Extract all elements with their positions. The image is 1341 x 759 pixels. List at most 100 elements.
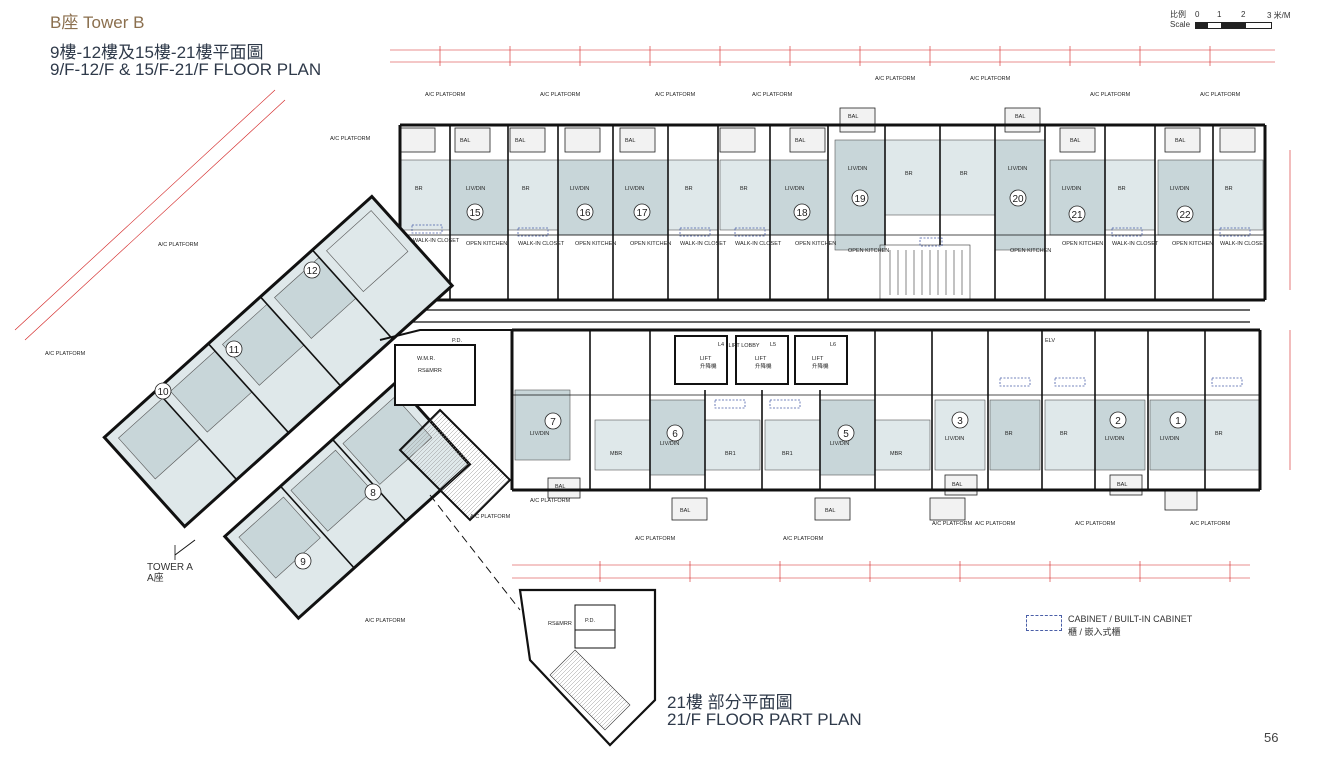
lift-id-l6: L6 [830,342,836,348]
flat-number: 19 [854,194,866,205]
room-label-livdin: LIV/DIN [785,186,804,192]
room-label-livdin: LIV/DIN [1008,166,1027,172]
upper-balconies [399,107,1256,153]
lift-labels: LIFT LOBBY L4 LIFT L5 LIFT L6 LIFT 升降機 升… [700,342,836,370]
room-label-bal: BAL [1175,138,1185,144]
tower-a-arrow [174,539,196,556]
ac-platform-label: A/C PLATFORM [1200,92,1241,98]
room-label-mbr: MBR [890,451,902,457]
room-label-walkin: WALK-IN CLOSET [735,241,782,247]
flat-number: 10 [157,387,169,398]
tower-a-label-zh: A座 [147,573,164,584]
room-label-open-kitchen: OPEN KITCHEN [466,241,507,247]
room-label-walkin: WALK-IN CLOSET [1220,241,1267,247]
scale-tick: 0 [1195,10,1200,19]
lift-label: LIFT [755,356,767,362]
structural-walls [398,123,1267,492]
room-label-walkin: WALK-IN CLOSET [518,241,565,247]
room-label-livdin: LIV/DIN [945,436,964,442]
part-plan-stair [549,649,631,731]
tower-label: B座 Tower B [50,13,145,32]
part-plan-title-zh: 21樓 部分平面圖 [667,693,793,712]
cabinet-markers [411,224,1251,409]
upper-partitions [400,125,1265,300]
lift-label: LIFT [812,356,824,362]
room-label-walkin: WALK-IN CLOSET [413,238,460,244]
room-label-br: BR [960,171,968,177]
room-label-mbr: MBR [610,451,622,457]
room-label-livdin: LIV/DIN [660,441,679,447]
lift-label-zh: 升降機 [812,362,829,370]
ac-platform-label: A/C PLATFORM [752,92,793,98]
room-label-open-kitchen: OPEN KITCHEN [630,241,671,247]
dimension-ticks [439,46,1231,582]
lower-partitions [512,330,1260,490]
room-label-bal: BAL [1015,114,1025,120]
flat-number: 8 [370,488,376,499]
room-label-elv: ELV [1045,338,1055,344]
room-label-br1: BR1 [782,451,793,457]
lift-label: LIFT [700,356,712,362]
room-label-bal: BAL [1117,482,1127,488]
ac-platform-label: A/C PLATFORM [158,242,199,248]
cabinet-legend-swatch [1026,615,1062,631]
part-plan-title-en: 21/F FLOOR PART PLAN [667,710,862,729]
room-label-livdin: LIV/DIN [1062,186,1081,192]
west-wing [102,194,455,529]
ac-platform-label: A/C PLATFORM [1090,92,1131,98]
room-label-bal: BAL [1070,138,1080,144]
room-label-walkin: WALK-IN CLOSET [1112,241,1159,247]
ac-platform-label: A/C PLATFORM [635,536,676,542]
flat-number: 9 [300,557,306,568]
flat-number: 15 [469,208,481,219]
flat-number: 16 [579,208,591,219]
ac-platform-label: A/C PLATFORM [783,536,824,542]
scale-tick: 2 [1241,10,1246,19]
ac-platform-label: A/C PLATFORM [530,498,571,504]
room-label-livdin: LIV/DIN [570,186,589,192]
cabinet-legend-label-zh: 櫃 / 嵌入式櫃 [1068,627,1121,637]
room-label-open-kitchen: OPEN KITCHEN [848,248,889,254]
room-label-open-kitchen: OPEN KITCHEN [1010,248,1051,254]
ac-platform-label: A/C PLATFORM [975,521,1016,527]
room-label-bal: BAL [515,138,525,144]
scale-tick: 1 [1217,10,1222,19]
plan-title-zh: 9樓-12樓及15樓-21樓平面圖 [50,43,264,62]
dimension-lines [14,49,1291,579]
flat-number: 7 [550,417,556,428]
ac-platform-label: A/C PLATFORM [330,136,371,142]
room-label-bal: BAL [460,138,470,144]
cabinet-legend-label-en: CABINET / BUILT-IN CABINET [1068,614,1193,624]
flat-number: 5 [843,429,849,440]
flat-markers [154,189,1194,570]
lower-wing-rooms [514,389,1261,476]
flat-number: 17 [636,208,648,219]
ac-platform-label: A/C PLATFORM [932,521,973,527]
room-label-livdin: LIV/DIN [625,186,644,192]
upper-wing-rooms [399,139,1264,251]
flat-number: 6 [672,429,678,440]
ac-platform-label: A/C PLATFORM [1190,521,1231,527]
room-label-bal: BAL [795,138,805,144]
flat-number: 12 [306,266,318,277]
flat-number: 3 [957,416,963,427]
room-label-pd: P.D. [585,618,595,624]
lift-lobby-label: LIFT LOBBY [728,343,759,349]
flat-number: 22 [1179,210,1191,221]
room-label-open-kitchen: OPEN KITCHEN [1062,241,1103,247]
room-label-open-kitchen: OPEN KITCHEN [1172,241,1213,247]
ac-platform-label: A/C PLATFORM [45,351,86,357]
flat-number: 1 [1175,416,1181,427]
room-label-bal: BAL [625,138,635,144]
room-label-bal: BAL [952,482,962,488]
room-label-bal: BAL [680,508,690,514]
ac-platform-label: A/C PLATFORM [470,514,511,520]
room-label-br: BR [1215,431,1223,437]
room-label-br: BR [415,186,423,192]
room-label-br: BR [1060,431,1068,437]
tower-a-label-en: TOWER A [147,562,193,573]
room-label-br: BR [1118,186,1126,192]
ac-platform-label: A/C PLATFORM [655,92,696,98]
room-label-br: BR [685,186,693,192]
page-number: 56 [1264,730,1279,745]
